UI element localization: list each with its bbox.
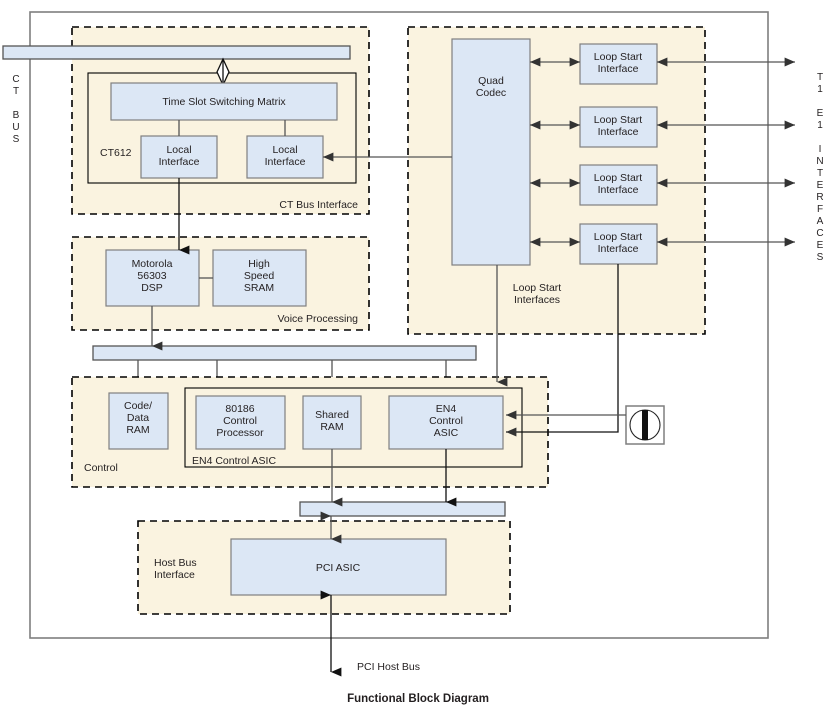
rt-char-0: T: [817, 72, 823, 83]
block-cp-line2: Control: [223, 415, 257, 427]
ct-bus-edge-label: C T B U S: [12, 74, 19, 145]
block-local-interface-2: [246, 135, 324, 179]
t1-e1-interfaces-edge-label: T 1 E 1 I N T E R F A C E S: [816, 72, 823, 263]
rt-char-6: I: [819, 144, 822, 155]
panel-ct-bus-interface-label: CT Bus Interface: [279, 199, 358, 211]
block-time-slot-switching-matrix-label: Time Slot Switching Matrix: [162, 96, 286, 108]
ct-bus-char-1: T: [13, 86, 19, 97]
rt-char-1: 1: [817, 84, 823, 95]
block-en4-line3: ASIC: [434, 427, 459, 439]
inner-box-ct612-label: CT612: [100, 147, 132, 159]
ct-bus-char-4: U: [12, 122, 19, 133]
block-sh-line1: Shared: [315, 409, 349, 421]
block-sram-line3: SRAM: [244, 282, 274, 294]
block-sram-line1: High: [248, 258, 270, 270]
rt-char-12: A: [817, 216, 824, 227]
block-loop-start-interface-1: [579, 43, 658, 85]
panel-control-label: Control: [84, 462, 118, 474]
rt-char-7: N: [816, 156, 823, 167]
rt-char-9: E: [817, 180, 824, 191]
block-quad-codec-line2: Codec: [476, 87, 506, 99]
block-ls2-line1: Loop Start: [594, 114, 643, 126]
panel-loop-start-line2: Interfaces: [514, 294, 560, 306]
bus-host: [299, 501, 506, 517]
block-loop-start-interface-3: [579, 164, 658, 206]
block-dsp-line1: Motorola: [132, 258, 173, 270]
rt-char-3: E: [817, 108, 824, 119]
panel-hostbus-line2: Interface: [154, 569, 195, 581]
block-code-data-ram: [108, 392, 169, 450]
block-ls4-line2: Interface: [598, 243, 639, 255]
block-quad-codec: [451, 38, 531, 266]
inner-box-en4-label: EN4 Control ASIC: [192, 455, 276, 467]
block-loop-start-interface-4: [579, 223, 658, 265]
block-ls2-line2: Interface: [598, 126, 639, 138]
bus-ct-bus-ribbon: [2, 45, 351, 60]
block-pci-asic: [230, 538, 447, 596]
connector-jack-icon: [625, 405, 665, 445]
block-local-interface-1: [140, 135, 218, 179]
block-ls3-line2: Interface: [598, 184, 639, 196]
bus-internal: [92, 345, 477, 361]
block-cdram-line1: Code/: [124, 400, 152, 412]
block-local-interface-1-line2: Interface: [159, 156, 200, 168]
wires-codec-to-loop-start: [530, 57, 580, 247]
block-loop-start-interface-2: [579, 106, 658, 148]
block-local-interface-1-line1: Local: [166, 144, 191, 156]
block-ls3-line1: Loop Start: [594, 172, 643, 184]
block-quad-codec-line1: Quad: [478, 75, 504, 87]
block-ls1-line1: Loop Start: [594, 51, 643, 63]
board-outline: [29, 11, 769, 639]
block-cdram-line3: RAM: [126, 424, 149, 436]
block-ls1-line2: Interface: [598, 63, 639, 75]
block-local-interface-2-line2: Interface: [265, 156, 306, 168]
rt-char-8: T: [817, 168, 823, 179]
block-en4-control-asic: [388, 395, 504, 450]
block-en4-line1: EN4: [436, 403, 457, 415]
block-cdram-line2: Data: [127, 412, 149, 424]
pci-host-bus-label: PCI Host Bus: [357, 661, 420, 673]
ct-bus-char-3: B: [13, 110, 20, 121]
ct-bus-char-0: C: [12, 74, 19, 85]
block-pci-asic-label: PCI ASIC: [316, 562, 361, 574]
rt-char-15: S: [817, 252, 824, 263]
block-local-interface-2-line1: Local: [272, 144, 297, 156]
block-cp-line1: 80186: [225, 403, 254, 415]
block-sh-line2: RAM: [320, 421, 343, 433]
block-shared-ram: [302, 395, 362, 450]
block-80186-control-processor: [195, 395, 286, 450]
rt-char-4: 1: [817, 120, 823, 131]
panel-voice-processing-label: Voice Processing: [277, 313, 358, 325]
figure-caption: Functional Block Diagram: [347, 693, 489, 705]
panel-hostbus-line1: Host Bus: [154, 557, 197, 569]
rt-char-10: R: [816, 192, 823, 203]
wire-loop-start-4-to-en4: [506, 264, 619, 437]
block-en4-line2: Control: [429, 415, 463, 427]
block-cp-line3: Processor: [216, 427, 264, 439]
block-sram-line2: Speed: [244, 270, 275, 282]
block-ls4-line1: Loop Start: [594, 231, 643, 243]
block-dsp-line2: 56303: [137, 270, 166, 282]
panel-loop-start-line1: Loop Start: [513, 282, 562, 294]
wires-loop-start-to-t1e1: [657, 57, 795, 247]
rt-char-11: F: [817, 204, 823, 215]
rt-char-14: E: [817, 240, 824, 251]
inner-box-en4-control-asic: [184, 387, 523, 468]
block-high-speed-sram: [212, 249, 307, 307]
ct-bus-char-5: S: [13, 134, 20, 145]
rt-char-13: C: [816, 228, 823, 239]
block-motorola-56303-dsp: [105, 249, 200, 307]
block-dsp-line3: DSP: [141, 282, 163, 294]
block-time-slot-switching-matrix: [110, 82, 338, 121]
